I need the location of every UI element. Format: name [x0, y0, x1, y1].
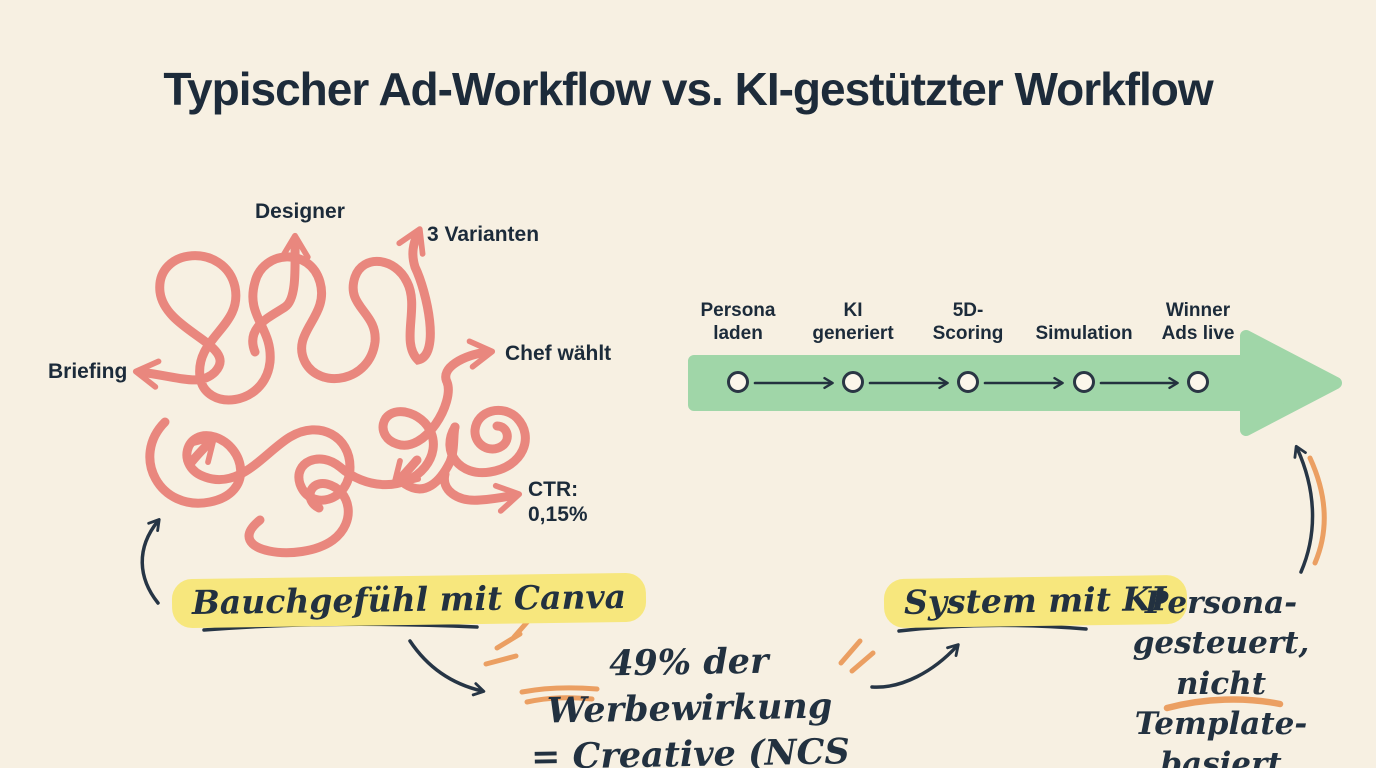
- persona-line2: nicht Template-: [1134, 665, 1308, 742]
- step-label-simulation: Simulation: [1035, 323, 1133, 345]
- arrow-stat-to-system: [870, 643, 960, 689]
- ctr-line2: 0,15%: [528, 503, 588, 527]
- ctr-line1: CTR:: [528, 478, 579, 501]
- step-node-4: [1073, 371, 1095, 393]
- orange-underline-49-b: [524, 695, 595, 705]
- caption-bauchgefuehl: Bauchgefühl mit Canva: [171, 572, 647, 629]
- caption-stat: 49% der Werbewirkung = Creative (NCS Stu…: [468, 636, 911, 768]
- page-title: Typischer Ad-Workflow vs. KI-gestützter …: [163, 63, 1213, 115]
- chaos-label-variants: 3 Varianten: [427, 223, 540, 246]
- caption-persona: Persona-gesteuert, nicht Template- basie…: [1090, 583, 1352, 768]
- arrow-bauch-to-scribble: [140, 518, 161, 605]
- arrow-persona-to-flow: [1293, 444, 1315, 574]
- step-label-ki-generiert: KI generiert: [812, 299, 894, 345]
- scribble-inner-arrow-1: [185, 435, 217, 469]
- orange-ray-left-1: [483, 653, 519, 667]
- scribble-ctr-stem: [439, 469, 523, 514]
- orange-ray-right-1: [838, 638, 863, 666]
- step-label-persona-laden: Persona laden: [700, 299, 776, 345]
- chaos-scribble-drawing: [132, 226, 530, 558]
- scribble-line-bottom: [244, 479, 353, 558]
- step-node-1: [727, 371, 749, 393]
- chaos-label-briefing: Briefing: [48, 360, 128, 383]
- step-node-2: [842, 371, 864, 393]
- step-node-3: [957, 371, 979, 393]
- step-node-5: [1187, 371, 1209, 393]
- scribble-line-mid: [145, 338, 496, 508]
- step-label-5d-scoring: 5D-Scoring: [932, 299, 1004, 345]
- scribble-inner-arrow-2: [391, 455, 422, 488]
- chaos-label-ctr: CTR: 0,15%: [528, 477, 588, 527]
- orange-underline-49-a: [519, 685, 600, 695]
- scribble-spiral: [445, 405, 530, 478]
- persona-line1: Persona-gesteuert,: [1132, 585, 1310, 662]
- step-label-winner-ads-live: Winner Ads live: [1161, 299, 1235, 345]
- orange-curve-right: [1307, 455, 1327, 566]
- chaos-label-chef: Chef wählt: [505, 342, 612, 365]
- stat-line2: = Creative (NCS Studie): [530, 731, 851, 768]
- stat-line1: 49% der Werbewirkung: [546, 640, 833, 732]
- orange-swoosh-basiert: [1163, 696, 1284, 712]
- arrow-bauch-to-stat: [408, 639, 486, 697]
- orange-ray-right-2: [849, 650, 876, 674]
- scribble-designer-stem: [248, 232, 311, 357]
- chaos-label-designer: Designer: [255, 200, 345, 223]
- persona-line3: basiert: [1160, 746, 1282, 768]
